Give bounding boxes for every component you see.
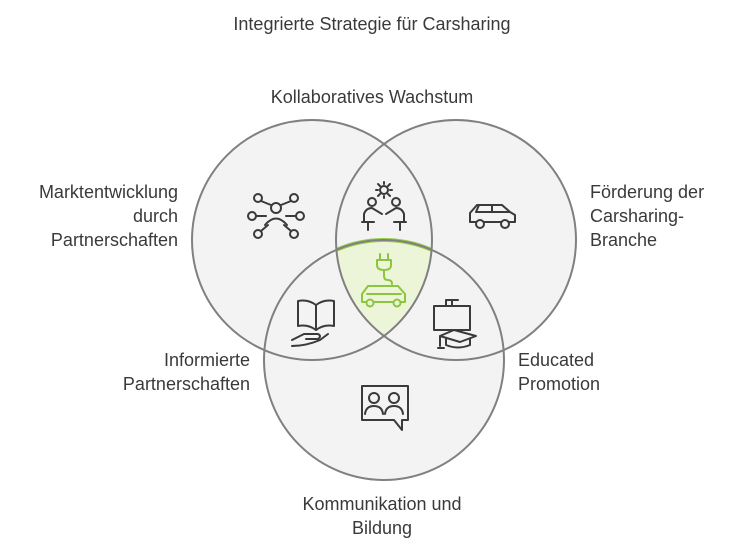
label-left: Marktentwicklung durch Partnerschaften xyxy=(38,182,178,250)
network-person-icon xyxy=(247,193,305,239)
car-icon xyxy=(469,204,516,229)
label-top: Kollaboratives Wachstum xyxy=(270,87,474,107)
hand-holding-book-icon xyxy=(291,299,335,347)
presentation-graduation-icon xyxy=(433,299,477,349)
chat-users-icon xyxy=(361,385,409,431)
electric-car-plug-icon xyxy=(361,253,406,308)
bottom-circle xyxy=(264,240,504,480)
label-bottom: Kommunikation und Bildung xyxy=(302,494,462,538)
label-mid-right: Educated Promotion xyxy=(518,350,601,394)
label-right: Förderung der Carsharing- Branche xyxy=(590,182,705,250)
diagram-title: Integrierte Strategie für Carsharing xyxy=(233,14,511,34)
collaborating-people-icon xyxy=(361,181,407,231)
label-mid-left: Informierte Partnerschaften xyxy=(122,350,250,394)
